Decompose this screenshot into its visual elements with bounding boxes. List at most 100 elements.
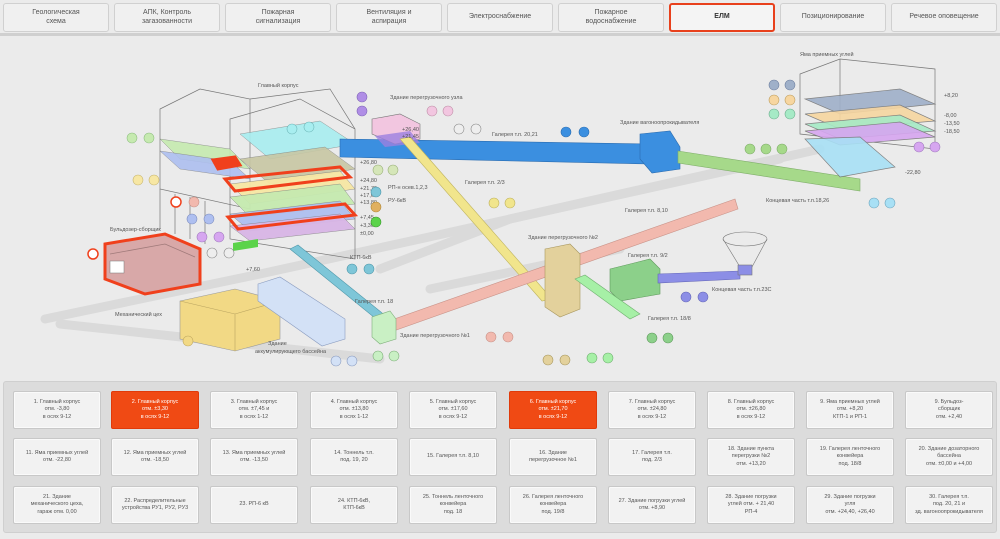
right-level-1: +8,20 [944,93,958,99]
tab-power-supply[interactable]: Электроснабжение [447,3,553,32]
tab-fire-water[interactable]: Пожарное водоснабжение [558,3,664,32]
zone-button-11[interactable]: 11. Яма приемных углей отм. -22,80 [13,438,101,476]
zone-button-13[interactable]: 13. Яма приемных углей отм. -13,50 [210,438,298,476]
tab-gas-control[interactable]: АПК, Контроль загазованности [114,3,220,32]
badge-alarm [87,248,99,260]
highlighted-levels[interactable] [210,155,359,231]
zone-button-5[interactable]: 5. Главный корпус отм. ±17,60 в осях 9-1… [409,391,497,429]
tab-fire-alarm[interactable]: Пожарная сигнализация [225,3,331,32]
gallery-6-label: Галерея т.п. 18 [355,299,393,305]
zone-button-30[interactable]: 30. Галерея т.п. под. 20, 21 и зд. вагон… [905,486,993,524]
gallery-green-right[interactable] [677,150,861,192]
hopper[interactable] [722,231,768,276]
badge [223,247,235,259]
svg-text:+3,30: +3,30 [360,223,374,229]
badge [542,354,554,366]
green-transfer-box[interactable] [609,258,661,302]
zone-button-10[interactable]: 9. Бульдоз- сборщик отм. +2,40 [905,391,993,429]
gallery-3-label: Галерея т.п. 8,10 [625,208,668,214]
zone-button-8[interactable]: 8. Главный корпус отм. ±26,80 в осях 9-1… [707,391,795,429]
diagram-canvas: Бульдозер-сборщик Механический цех Здани… [40,51,960,367]
svg-text:+7,60: +7,60 [246,267,260,273]
tab-elm[interactable]: ЕЛМ [669,3,775,32]
badge [372,164,384,176]
badge [768,79,780,91]
status-badges[interactable] [87,79,941,367]
badge [442,105,454,117]
zone-button-7[interactable]: 7. Главный корпус отм. ±24,80 в осях 9-1… [608,391,696,429]
system-tab-bar: Геологическая схема АПК, Контроль загазо… [0,0,1000,36]
zone-button-4[interactable]: 4. Главный корпус отм. ±13,80 в осях 1-1… [310,391,398,429]
svg-text:КТП-6кВ: КТП-6кВ [350,255,372,261]
gallery-2-label: Галерея т.п. 2/3 [465,180,505,186]
badge [188,196,200,208]
level-labels: +26,40 +21,45 +26,80 +24,80 +21,70 +17,6… [246,127,428,273]
zone-button-9[interactable]: 9. Яма приемных углей отм. +8,20 КТП-1 и… [806,391,894,429]
zone-button-23[interactable]: 23. РП-6 кВ [210,486,298,524]
pool-building[interactable] [257,276,346,347]
badge [132,174,144,186]
gallery-5-label: Галерея т.п. 18/8 [648,316,691,322]
svg-text:+13,80: +13,80 [360,200,377,206]
zone-button-2[interactable]: 2. Главный корпус отм. ±3,30 в осях 9-12 [111,391,199,429]
badge [470,123,482,135]
footer-strip [0,533,1000,539]
badge [143,132,155,144]
zone-button-26[interactable]: 26. Галерея ленточного конвейера под. 19… [509,486,597,524]
tab-ventilation[interactable]: Вентиляция и аспирация [336,3,442,32]
collector-building[interactable] [103,232,202,296]
badge [213,231,225,243]
main-building-label: Главный корпус [258,82,299,89]
zone-button-28[interactable]: 28. Здание погрузки углей отм. + 21,40 Р… [707,486,795,524]
zone-button-6[interactable]: 6. Главный корпус отм. ±21,70 в осях 9-1… [509,391,597,429]
zone-button-21[interactable]: 21. Здание механического цеха, гараж отм… [13,486,101,524]
zone-button-15[interactable]: 15. Галерея т.п. 8,10 [409,438,497,476]
zone-button-18[interactable]: 18. Здание пункта перегрузки №2 отм. +13… [707,438,795,476]
end-part-2-label: Концевая часть т.п.23С [712,287,772,293]
svg-text:+26,80: +26,80 [360,160,377,166]
badge [502,331,514,343]
zone-button-19[interactable]: 19. Галерея ленточного конвейера под. 18… [806,438,894,476]
pool-building-label-2: аккумулирующего бассейна [255,348,327,355]
gallery-green-small[interactable] [574,274,641,320]
zone-button-25[interactable]: 25. Тоннель ленточного конвейера под. 18 [409,486,497,524]
svg-text:+21,70: +21,70 [360,186,377,192]
highlight-level-2 [222,165,354,193]
zone-button-1[interactable]: 1. Главный корпус отм. -3,80 в осях 9-12 [13,391,101,429]
badge [560,126,572,138]
transfer-station-1-label: Здание перегрузочного №1 [400,333,470,339]
badge [485,331,497,343]
transfer-station-1[interactable] [371,310,397,345]
coal-warehouse[interactable] [799,58,937,178]
badge [504,197,516,209]
zone-button-16[interactable]: 16. Здание перегрузочное №1 [509,438,597,476]
zone-button-12[interactable]: 12. Яма приемных углей отм. -18,50 [111,438,199,476]
tab-voice-alert[interactable]: Речевое оповещение [891,3,997,32]
badge [784,94,796,106]
transfer-station-2[interactable] [544,243,581,318]
badge [929,141,941,153]
badge [186,213,198,225]
plant-isometric-diagram: Бульдозер-сборщик Механический цех Здани… [0,39,1000,379]
svg-text:+17,60: +17,60 [360,193,377,199]
gallery-purple[interactable] [657,270,741,284]
badge [346,263,358,275]
zone-button-29[interactable]: 29. Здание погрузки угля отм. +24,40, +2… [806,486,894,524]
zone-button-3[interactable]: 3. Главный корпус отм. ±7,45 и в осях 1-… [210,391,298,429]
badge [346,355,358,367]
zone-button-24[interactable]: 24. КТП-6кВ, КТП-6кВ [310,486,398,524]
conveyor-station-label: Здание перегрузочного узла [390,95,463,101]
mechanical-shop[interactable] [179,288,281,352]
badge [148,174,160,186]
tab-geological-scheme[interactable]: Геологическая схема [3,3,109,32]
zone-button-20[interactable]: 20. Здание дозаторного бассейна отм. ±0,… [905,438,993,476]
zone-button-17[interactable]: 17. Галерея т.п. под. 2/3 [608,438,696,476]
badge [372,350,384,362]
svg-text:РП-н осев.1,2,3: РП-н осев.1,2,3 [388,185,428,191]
tab-positioning[interactable]: Позиционирование [780,3,886,32]
zone-button-27[interactable]: 27. Здание погрузки углей отм. +8,90 [608,486,696,524]
zone-button-22[interactable]: 22. Распределительные устройства РУ1, РУ… [111,486,199,524]
badge [697,291,709,303]
zone-button-14[interactable]: 14. Тоннель т.п. под. 19, 20 [310,438,398,476]
